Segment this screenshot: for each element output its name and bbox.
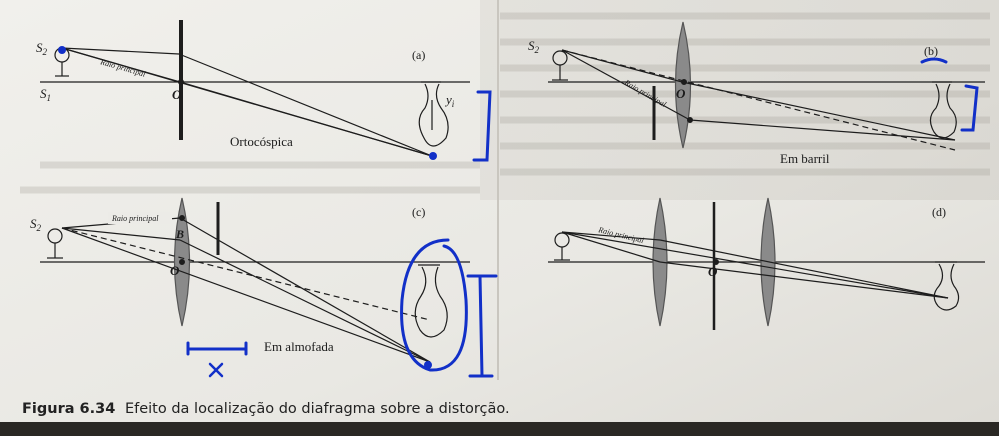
panel-a-title: Ortocóspica — [230, 134, 293, 149]
center-label: O — [172, 87, 182, 102]
inverted-lamp-icon — [418, 81, 449, 147]
ideal-ray — [561, 49, 956, 151]
ray-label: Raio principal — [111, 214, 159, 223]
panel-b-title: Em barril — [780, 151, 830, 166]
page-bleed-through — [480, 0, 999, 200]
ray-label-box — [108, 212, 172, 224]
center-label: O — [170, 263, 180, 278]
ray-to-image-2 — [689, 119, 956, 141]
image-height-label: yi — [444, 92, 455, 109]
bottom-dark-edge — [0, 422, 999, 436]
inverted-lamp-icon — [929, 81, 957, 139]
pen-bracket — [960, 84, 979, 132]
lens — [674, 21, 692, 149]
source-label-s1: S1 — [40, 86, 51, 103]
panel-a-tag: (a) — [412, 48, 425, 62]
center-point — [178, 78, 185, 85]
caption-number: Figura 6.34 — [22, 401, 115, 417]
pen-dot — [424, 361, 432, 369]
lamp-icon — [47, 228, 63, 259]
panel-a — [40, 20, 470, 157]
ray-from-b — [179, 217, 431, 363]
pen-dot — [58, 46, 66, 54]
marginal-ray-back — [178, 53, 433, 157]
chief-ray — [561, 231, 949, 299]
bleed-lines — [20, 12, 990, 194]
caption-text: Efeito da localização do diafragma sobre… — [125, 401, 510, 417]
ray-upper — [561, 231, 661, 241]
center-label: O — [708, 264, 718, 279]
inverted-lamp-icon — [414, 264, 448, 338]
marginal-ray-lower — [61, 47, 181, 83]
ray-mid-back — [179, 239, 431, 363]
lamp-icon — [554, 232, 570, 261]
figure-caption: Figura 6.34 Efeito da localização do dia… — [22, 401, 510, 417]
ray-mid — [61, 227, 181, 241]
pen-loop — [400, 238, 468, 372]
panel-d — [548, 197, 985, 330]
pen-line — [478, 274, 484, 378]
chief-ray — [61, 227, 431, 363]
pen-dot — [429, 152, 437, 160]
center-label: O — [676, 86, 686, 101]
source-label-s2: S2 — [528, 38, 540, 55]
chief-ray — [561, 49, 691, 121]
marginal-ray-back-2 — [179, 81, 433, 157]
source-label-s2: S2 — [36, 40, 48, 57]
pen-annotations — [58, 46, 979, 378]
lamp-icon — [552, 50, 568, 81]
pen-mark — [920, 57, 948, 64]
ray-lower — [561, 231, 661, 263]
ideal-ray — [61, 227, 431, 321]
panel-b — [548, 21, 985, 151]
pen-measure — [186, 341, 248, 356]
inverted-lamp-icon — [933, 261, 960, 311]
point-b-label: B — [175, 227, 184, 241]
ray-upper-back — [659, 239, 949, 299]
pen-bracket — [472, 90, 492, 162]
source-label-s2: S2 — [30, 216, 42, 233]
pen-x — [208, 362, 224, 378]
panel-b-tag: (b) — [924, 44, 938, 58]
marginal-ray-upper — [61, 47, 180, 55]
panel-c-title: Em almofada — [264, 339, 334, 354]
panel-c — [40, 197, 470, 363]
ray-lower-back — [659, 261, 949, 299]
panel-c-tag: (c) — [412, 205, 425, 219]
panel-d-tag: (d) — [932, 205, 946, 219]
